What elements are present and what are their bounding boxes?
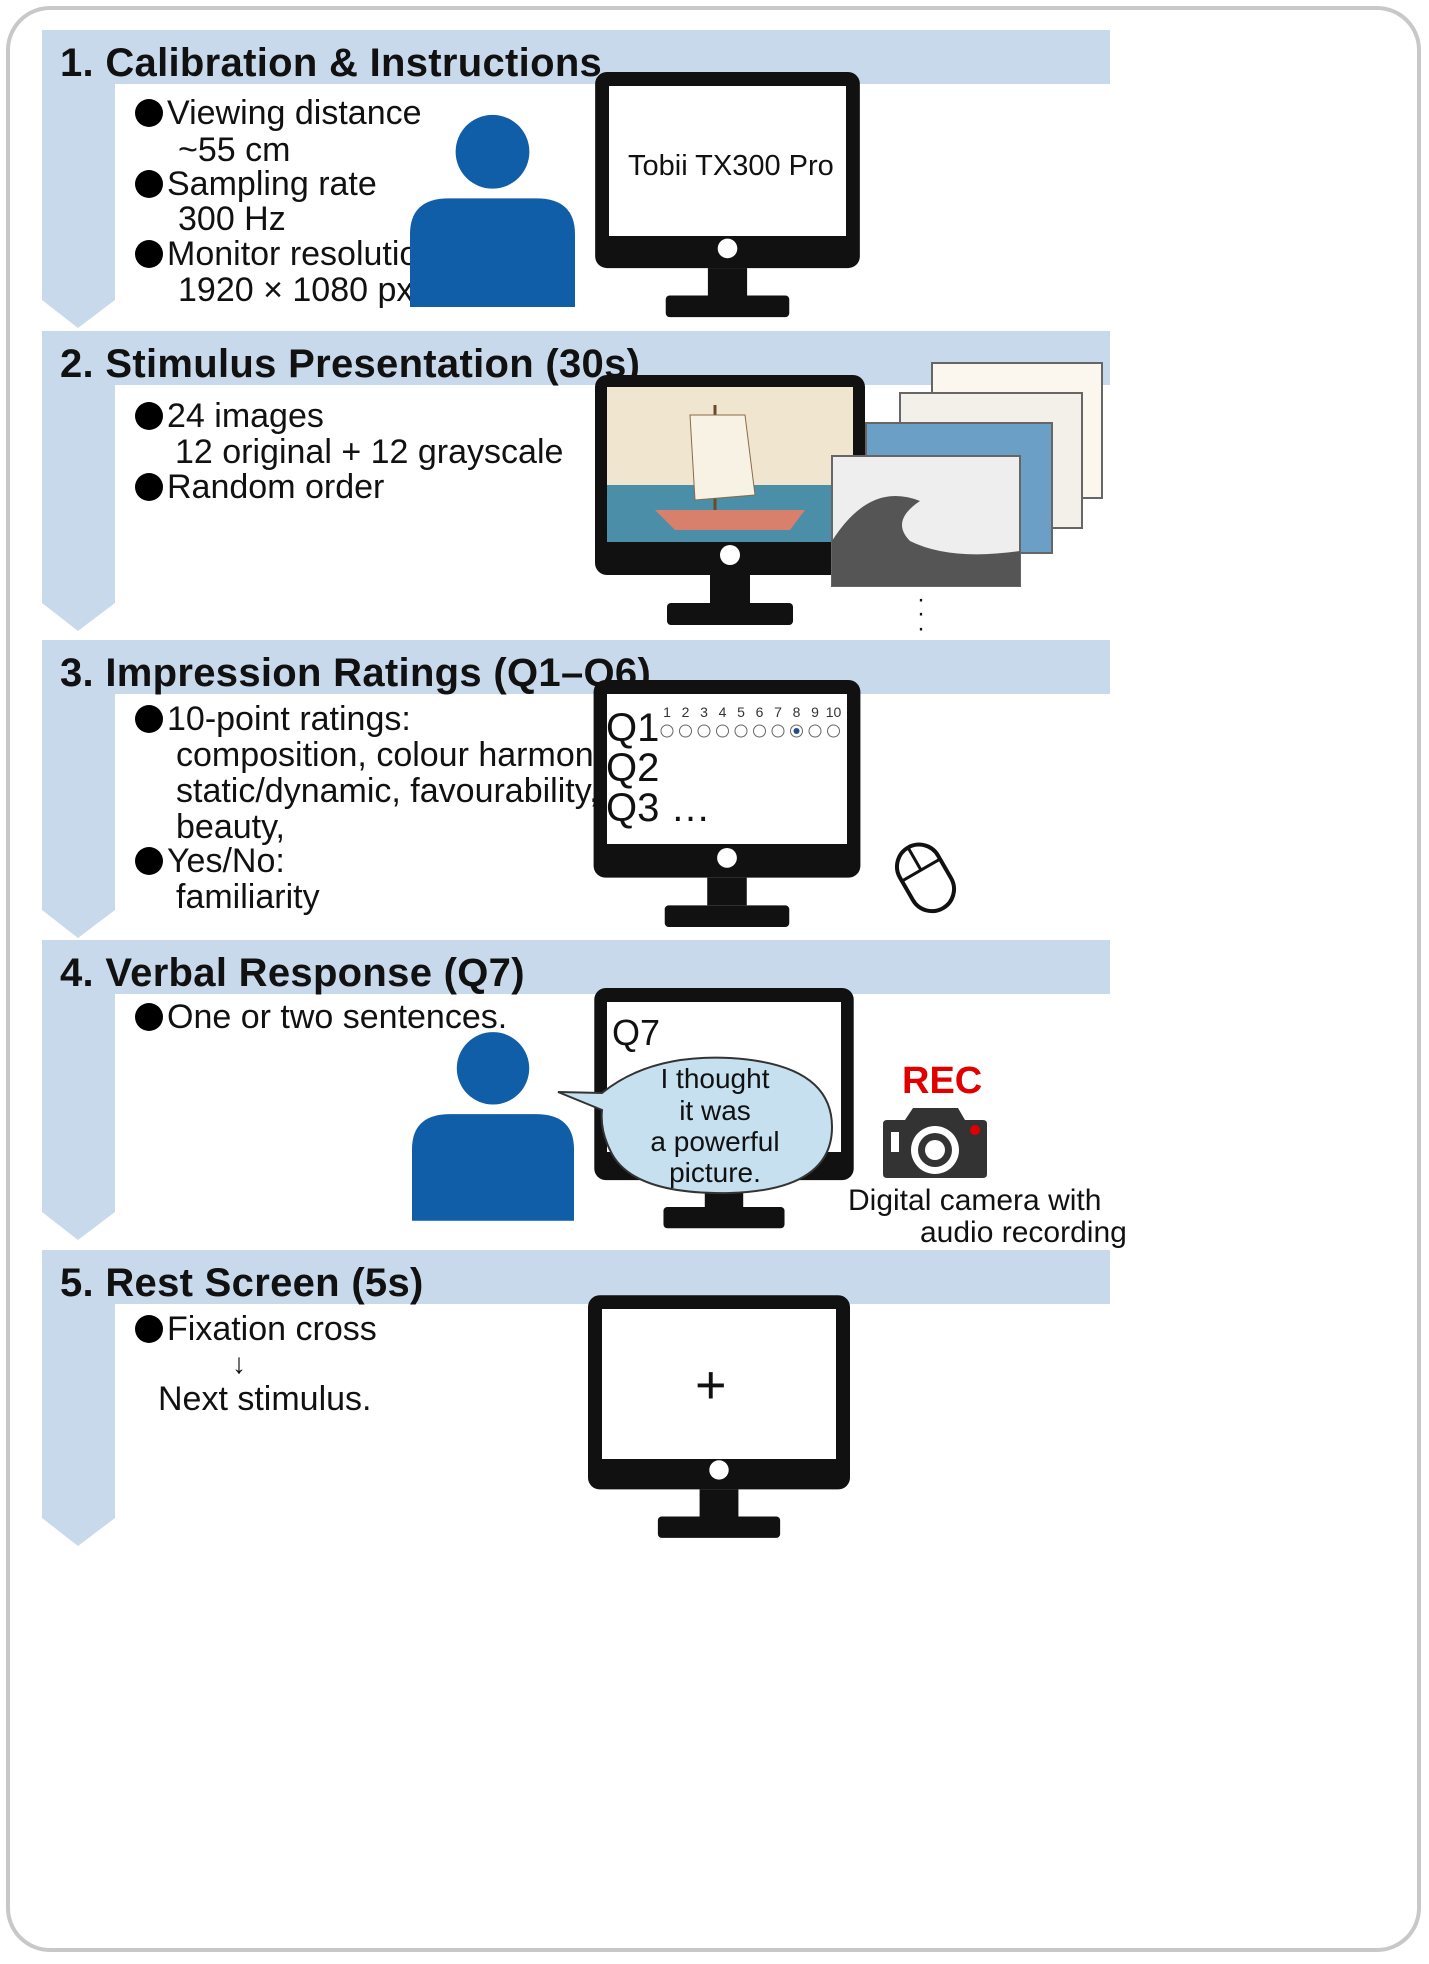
scale-radio (790, 724, 803, 738)
monitor-icon (595, 375, 865, 630)
scale-selected-dot (793, 728, 800, 734)
bullet: 24 images (135, 399, 324, 433)
scale-radio (734, 724, 748, 738)
step-1-band (42, 30, 1110, 328)
step-4: 4. Verbal Response (Q7) One or two sente… (0, 940, 1429, 1250)
step-4-band (42, 940, 1110, 1240)
scale-radio (679, 724, 692, 738)
detail: familiarity (176, 878, 320, 916)
scale-number: 3 (700, 704, 708, 720)
monitor-label: Tobii TX300 Pro (628, 150, 834, 182)
scale-radio (827, 724, 840, 738)
speech-line: picture. (669, 1157, 761, 1188)
detail: composition, colour harmony, (176, 736, 618, 774)
stacked-images (831, 362, 1103, 587)
step-2-band (42, 331, 1110, 631)
step-5-title: 5. Rest Screen (5s) (60, 1261, 424, 1305)
scale-number: 2 (682, 704, 690, 720)
q7-label: Q7 (612, 1012, 661, 1053)
detail: Next stimulus. (158, 1380, 372, 1418)
step-4-title: 4. Verbal Response (Q7) (60, 951, 525, 995)
detail: ~55 cm (178, 131, 291, 169)
monitor-icon (593, 680, 861, 932)
scale-radio (771, 724, 785, 738)
q3-label: Q3 … (606, 786, 711, 830)
q2-label: Q2 (606, 746, 660, 790)
bullet: Yes/No: (135, 844, 285, 878)
bullet: Random order (135, 470, 384, 504)
bullet: Viewing distance (135, 96, 422, 130)
scale-radio (716, 724, 729, 738)
detail: 1920 × 1080 px (178, 271, 414, 309)
monitor-icon (588, 1295, 850, 1543)
monitor-icon (595, 72, 860, 322)
step-3-band (42, 640, 1110, 938)
speech-line: I thought (660, 1063, 770, 1094)
speech-line: it was (679, 1095, 751, 1126)
scale-radio (753, 724, 766, 738)
scale-number: 9 (811, 704, 819, 720)
q1-label: Q1 (606, 706, 660, 750)
speech-line: a powerful (650, 1126, 780, 1157)
step-5: 5. Rest Screen (5s) Fixation cross ↓ Nex… (0, 1250, 1429, 1950)
scale-number: 4 (719, 704, 727, 720)
detail: 12 original + 12 grayscale (175, 433, 564, 471)
scale-number: 1 (663, 704, 671, 720)
rec-label: REC (902, 1060, 983, 1102)
bullet: Fixation cross (135, 1312, 377, 1346)
step-5-band (42, 1250, 1110, 1546)
step-2: 2. Stimulus Presentation (30s) 24 images… (0, 331, 1429, 641)
step-1-title: 1. Calibration & Instructions (60, 41, 603, 85)
camera-caption: audio recording (920, 1216, 1127, 1249)
scale-number: 7 (774, 704, 782, 720)
ukiyoe-ship-image (607, 387, 853, 542)
scale-number: 10 (826, 704, 842, 720)
camera-icon (883, 1108, 987, 1178)
detail: static/dynamic, favourability, (176, 772, 599, 810)
scale-number: 5 (737, 704, 745, 720)
fixation-cross: + (695, 1355, 727, 1415)
detail: beauty, (176, 808, 286, 846)
scale-number: 8 (793, 704, 801, 720)
camera-caption: Digital camera with (848, 1184, 1102, 1217)
step-2-title: 2. Stimulus Presentation (30s) (60, 342, 641, 386)
arrow-down: ↓ (232, 1348, 246, 1379)
bullet: Monitor resolution (135, 237, 437, 271)
step-1: 1. Calibration & Instructions Viewing di… (0, 30, 1429, 330)
scale-radio (697, 724, 711, 738)
step-3-title: 3. Impression Ratings (Q1–Q6) (60, 651, 652, 695)
speech-bubble-icon (557, 1056, 834, 1195)
bullet: 10-point ratings: (135, 702, 411, 736)
more-dots: ··· (917, 586, 925, 642)
person-icon (410, 110, 575, 310)
step-3: 3. Impression Ratings (Q1–Q6) 10-point r… (0, 640, 1429, 940)
scale-radio (660, 724, 674, 738)
bullet: One or two sentences. (135, 1000, 507, 1034)
bullet: Sampling rate (135, 167, 377, 201)
mouse-icon (895, 842, 956, 914)
scale-radio (808, 724, 822, 738)
detail: 300 Hz (178, 200, 286, 238)
scale-number: 6 (756, 704, 764, 720)
